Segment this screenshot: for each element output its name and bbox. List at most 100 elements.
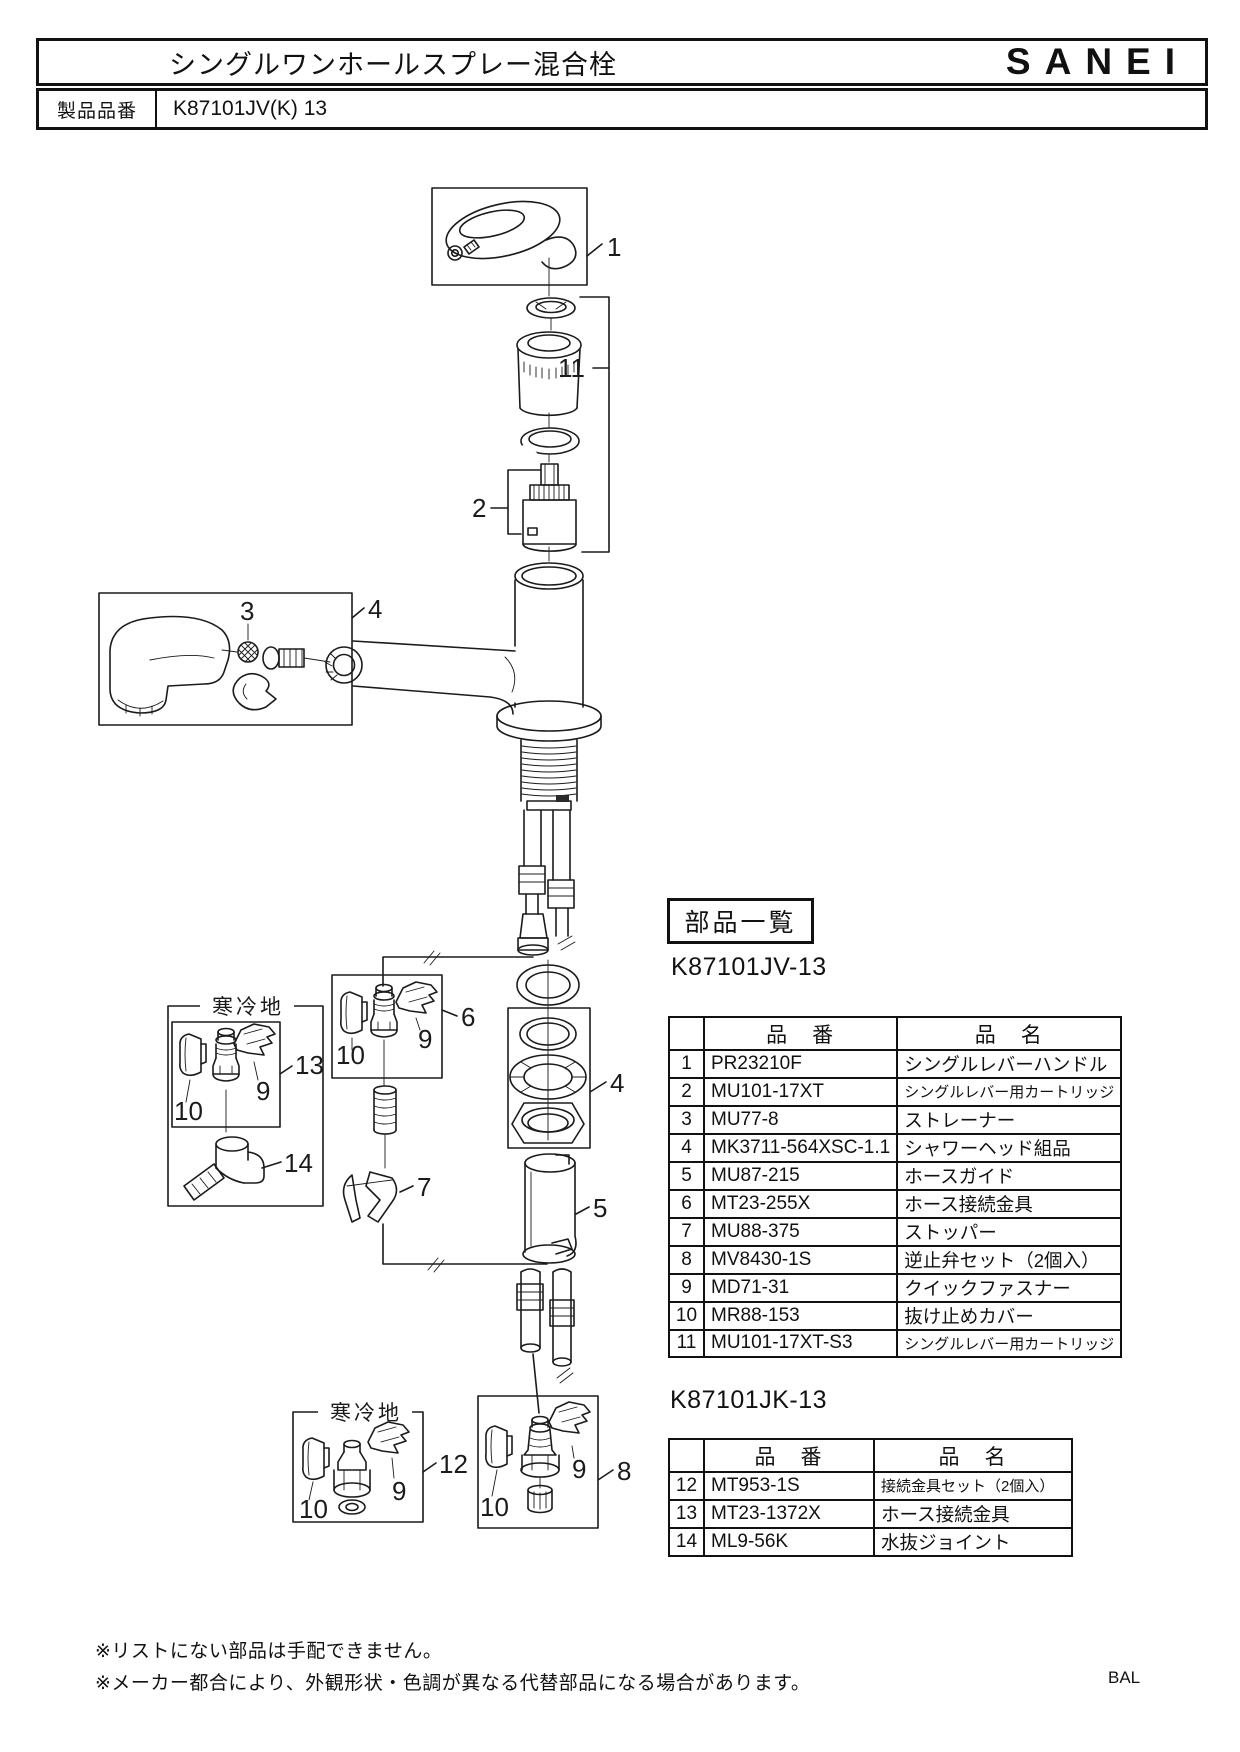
cell-name: ホース接続金具 [896,1188,1123,1219]
callout-7: 7 [417,1172,431,1202]
handle-ring-drawing [526,297,576,319]
cell-name: ホースガイド [896,1160,1123,1191]
product-number-label: 製品品番 [39,91,157,127]
callout-12: 12 [439,1449,468,1479]
cell-name: ストレーナー [896,1104,1123,1135]
callout-1: 1 [607,232,621,262]
cell-name: 水抜ジョイント [873,1526,1073,1557]
lever-handle-drawing [445,200,577,270]
adapter-drawing [333,1439,371,1515]
cell-name: シングルレバー用カートリッジ [896,1077,1123,1107]
callout-4: 4 [610,1068,624,1098]
cell-name: ストッパー [896,1216,1123,1247]
callout-8: 8 [617,1456,631,1486]
cell-name: 接続金具セット（2個入） [873,1471,1073,1501]
col-part-number: 品 番 [703,1438,875,1473]
cold-region-box-12: 寒冷地 10 9 12 [292,1402,468,1524]
cell-no: 9 [668,1272,705,1303]
callout-6: 6 [461,1002,475,1032]
snap-ring-drawing [520,427,580,457]
col-part-number: 品 番 [702,1016,899,1051]
faucet-body-drawing [324,562,602,811]
cell-no: 12 [668,1471,705,1501]
callout-10: 10 [174,1096,203,1126]
strainer-drawing [237,641,259,663]
product-number-row: 製品品番 K87101JV(K) 13 [36,88,1208,130]
callout-14: 14 [284,1148,313,1178]
part-8-group: 10 9 8 [477,1395,631,1529]
stopper-drawing [342,1171,398,1223]
cell-no: 13 [668,1498,705,1529]
callout-11: 11 [558,353,585,383]
cell-part: MU88-375 [702,1216,899,1247]
sanei-logo: SANEI [1005,41,1189,82]
cell-no: 11 [668,1328,705,1358]
table-header-row: 品 番 品 名 [668,1438,1073,1473]
callout-4: 4 [368,594,382,624]
part-7-group: 7 [342,1039,548,1273]
cold-region-box-13: 寒冷地 10 9 13 14 [167,996,324,1207]
col-no [668,1016,705,1051]
part-cartridge-group: 2 [472,463,577,552]
cell-part: MU101-17XT [702,1077,899,1107]
col-no [668,1438,705,1473]
cell-name: 抜け止めカバー [896,1300,1123,1331]
cell-part: MR88-153 [702,1300,899,1331]
cartridge-cover-drawing [516,331,582,417]
check-valve-drawing [262,646,331,670]
callout-9: 9 [256,1076,270,1106]
cell-part: MD71-31 [702,1272,899,1303]
cell-part: ML9-56K [703,1526,875,1557]
cell-no: 8 [668,1244,705,1275]
supply-pipes-drawing [517,809,576,956]
cold-region-label: 寒冷地 [212,996,284,1019]
cell-name: シャワーヘッド組品 [896,1132,1123,1163]
page-title: シングルワンホールスプレー混合栓 [169,49,617,80]
cell-part: MU101-17XT-S3 [702,1328,899,1358]
callout-10: 10 [480,1492,509,1522]
callout-9: 9 [392,1476,406,1506]
cell-no: 1 [668,1049,705,1079]
cell-no: 3 [668,1104,705,1135]
callout-5: 5 [593,1193,607,1223]
callout-10: 10 [336,1040,365,1070]
model-label-jk: K87101JK-13 [670,1386,828,1414]
cell-no: 10 [668,1300,705,1331]
cell-part: MT23-255X [702,1188,899,1219]
footer-note-2: ※メーカー都合により、外観形状・色調が異なる代替部品になる場合があります。 [95,1673,811,1694]
cell-no: 14 [668,1526,705,1557]
gasket-stack-group: 4 [507,959,624,1149]
callout-9: 9 [572,1454,586,1484]
part-showerhead-group: 3 4 [98,592,382,726]
model-label-jv: K87101JV-13 [671,953,827,981]
cell-part: PR23210F [702,1049,899,1079]
cell-no: 7 [668,1216,705,1247]
cell-name: クイックファスナー [896,1272,1123,1303]
hose-guide-group: 5 [522,1153,607,1264]
product-number-value: K87101JV(K) 13 [173,97,328,120]
callout-10: 10 [299,1494,328,1524]
callout-9: 9 [418,1024,432,1054]
col-part-name: 品 名 [896,1016,1123,1051]
cell-part: MK3711-564XSC-1.1 [702,1132,899,1163]
cell-part: MV8430-1S [702,1244,899,1275]
title-bar: シングルワンホールスプレー混合栓 SANEI [36,38,1208,86]
shower-head-drawing [109,615,277,717]
cell-part: MT23-1372X [703,1498,875,1529]
cell-name: 逆止弁セット（2個入） [896,1244,1123,1275]
callout-13: 13 [295,1050,324,1080]
